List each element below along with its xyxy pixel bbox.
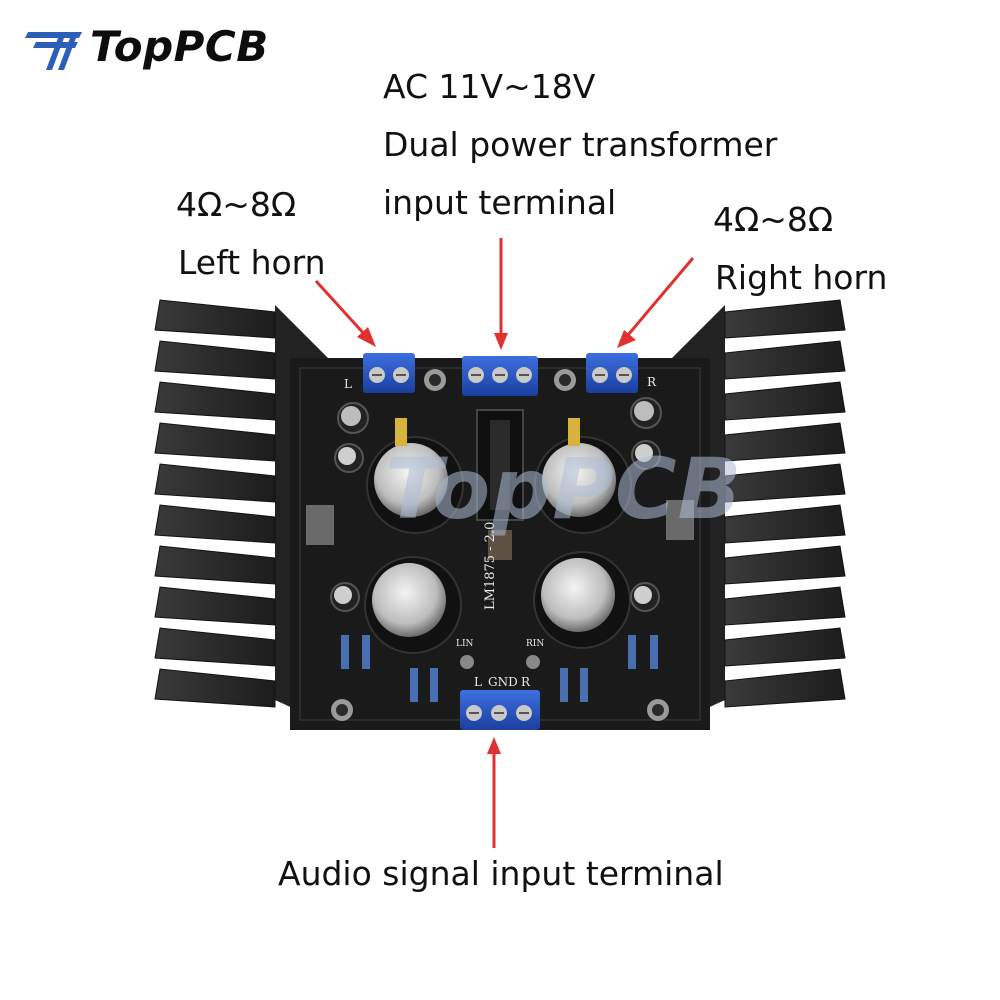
right-horn-label: Right horn <box>715 258 888 297</box>
right-heatsink-fin <box>724 299 846 339</box>
audio-input-label: Audio signal input terminal <box>278 854 724 893</box>
left-heatsink-fin <box>154 627 276 667</box>
left-speaker-terminal <box>363 353 415 393</box>
right-heatsink-fin <box>724 422 846 462</box>
left-heatsink-fin <box>154 340 276 380</box>
annotation-arrows <box>314 238 695 848</box>
audio-input-terminal <box>460 690 540 730</box>
right-channel-mark: R <box>647 375 657 389</box>
right-horn-arrowhead <box>617 330 636 348</box>
rectifier-module <box>476 409 524 560</box>
audio-arrowhead <box>487 737 501 754</box>
small-components <box>306 397 694 702</box>
power-voltage-label: AC 11V~18V <box>383 67 596 106</box>
left-horn-label: Left horn <box>178 243 326 282</box>
left-heatsink-fin <box>154 381 276 421</box>
left-heatsink <box>154 299 330 725</box>
lin-label: LIN <box>456 639 474 649</box>
left-heatsink-fin <box>154 463 276 503</box>
left-heatsink-fin <box>154 586 276 626</box>
left-horn-arrowhead <box>357 327 376 347</box>
toppcb-logo-icon <box>25 32 82 70</box>
rin-label: RIN <box>526 639 545 649</box>
board-model-label: LM1875 - 2.0 <box>483 521 498 610</box>
left-horn-arrow <box>314 279 368 338</box>
input-label-gnd: GND <box>488 675 518 689</box>
left-channel-mark: L <box>344 377 352 391</box>
right-speaker-terminal <box>586 353 638 393</box>
left-impedance-label: 4Ω~8Ω <box>176 185 297 224</box>
mounting-holes <box>331 369 669 721</box>
right-impedance-label: 4Ω~8Ω <box>713 200 834 239</box>
power-input-label: input terminal <box>383 183 617 222</box>
right-heatsink-fin <box>724 340 846 380</box>
right-horn-arrow <box>626 257 695 336</box>
left-heatsink-fin <box>154 545 276 585</box>
brand-logo-text: TopPCB <box>90 22 269 71</box>
brand-watermark: TopPCB <box>385 440 743 538</box>
power-transformer-label: Dual power transformer <box>383 125 778 164</box>
power-input-terminal <box>462 356 538 396</box>
input-label-right: R <box>521 675 531 689</box>
right-heatsink-fin <box>724 381 846 421</box>
right-heatsink-fin <box>724 627 846 667</box>
left-heatsink-fin <box>154 504 276 544</box>
left-heatsink-fin <box>154 422 276 462</box>
large-capacitors <box>364 436 632 654</box>
right-heatsink-fin <box>724 586 846 626</box>
right-heatsink-fin <box>724 463 846 503</box>
power-arrowhead <box>494 333 508 350</box>
left-heatsink-fin <box>154 299 276 339</box>
right-heatsink-fin <box>724 545 846 585</box>
right-heatsink-fin <box>724 668 846 708</box>
input-label-left: L <box>474 675 482 689</box>
left-heatsink-fin <box>154 668 276 708</box>
right-heatsink-fin <box>724 504 846 544</box>
